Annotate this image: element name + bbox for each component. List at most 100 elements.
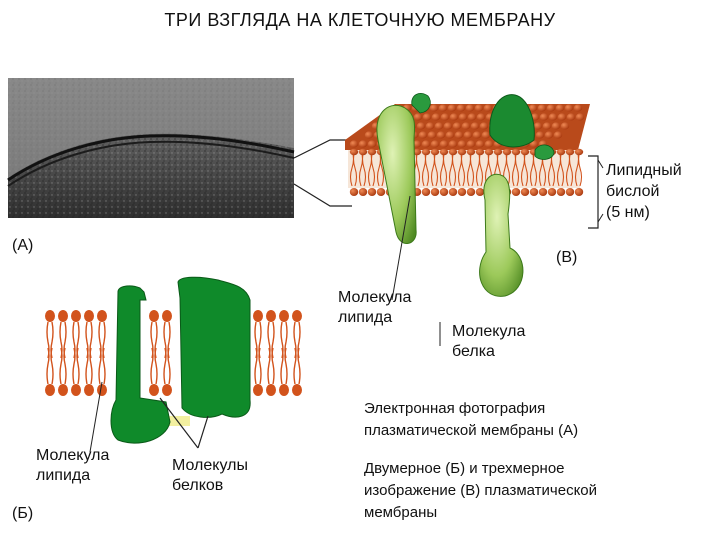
lipid-head xyxy=(565,188,575,196)
lipid-head xyxy=(367,188,377,196)
lipid-head xyxy=(557,113,567,121)
lipid-head xyxy=(431,113,441,121)
lipid-tail xyxy=(284,347,288,385)
lipid-tail xyxy=(514,149,520,187)
lipid-head xyxy=(349,188,359,196)
lipid-tail xyxy=(415,149,421,187)
lipid-head xyxy=(529,188,539,196)
lipid-head xyxy=(349,140,359,148)
lipid-head xyxy=(71,384,81,396)
lipid-head xyxy=(542,122,552,130)
lipid-head xyxy=(466,148,476,156)
lipid-head xyxy=(574,148,584,156)
lipid-tail xyxy=(424,149,430,187)
protein-2d-left xyxy=(110,285,171,444)
lipid-head xyxy=(367,140,377,148)
lipid-tail xyxy=(72,347,76,385)
lipid-head xyxy=(484,140,494,148)
lipid-head xyxy=(511,148,521,156)
lipid-head xyxy=(421,140,431,148)
lipid-head xyxy=(84,310,94,322)
lipid-head xyxy=(528,104,538,112)
lipid-head xyxy=(279,310,289,322)
lipid-head xyxy=(556,148,566,156)
lipid-tail xyxy=(167,347,171,385)
lipid-head xyxy=(418,131,428,139)
protein-3d-small xyxy=(411,93,431,114)
pointer-lipid-v xyxy=(391,195,411,301)
lipid-head xyxy=(466,140,476,148)
lipid-tail xyxy=(63,347,67,385)
lipid-tail xyxy=(89,347,93,385)
lipid-tail xyxy=(150,347,154,385)
lipid-head xyxy=(149,384,159,396)
proteins-label-b: Молекулы белков xyxy=(172,457,248,494)
protein-3d-right xyxy=(479,173,524,297)
lipid-tail xyxy=(523,149,529,187)
lipid-tail xyxy=(46,347,50,385)
lipid-head xyxy=(575,113,585,121)
lipid-head xyxy=(466,188,476,196)
lipid-head xyxy=(548,113,558,121)
lipid-head xyxy=(458,113,468,121)
electron-micrograph xyxy=(7,78,295,218)
lipid-head xyxy=(439,188,449,196)
lipid-head xyxy=(440,113,450,121)
lipid-head xyxy=(535,131,545,139)
lipid-head xyxy=(427,131,437,139)
protein-2d-right xyxy=(177,276,251,418)
lipid-head xyxy=(447,104,457,112)
lipid-head xyxy=(483,104,493,112)
lipid-head xyxy=(481,131,491,139)
lipid-head xyxy=(476,113,486,121)
lipid-head xyxy=(547,188,557,196)
lipid-tail xyxy=(85,347,89,385)
lipid-head xyxy=(430,140,440,148)
protein-3d-top-large xyxy=(489,94,535,148)
lipid-head xyxy=(253,310,263,322)
lipid-head xyxy=(412,148,422,156)
lipid-head xyxy=(162,310,172,322)
lipid-head xyxy=(376,188,386,196)
lipid-head xyxy=(463,131,473,139)
lipid-head xyxy=(162,384,172,396)
lipid-head xyxy=(413,113,423,121)
panel-label-b: (Б) xyxy=(12,505,34,522)
lipid-tail xyxy=(361,149,367,187)
lipid-head xyxy=(465,104,475,112)
lipid-head xyxy=(454,131,464,139)
lipid-tail xyxy=(478,149,484,187)
bilayer-2d xyxy=(45,276,302,444)
lipid-head xyxy=(429,104,439,112)
lipid-head xyxy=(443,122,453,130)
lipid-head xyxy=(45,310,55,322)
lipid-head xyxy=(266,310,276,322)
lipid-head xyxy=(253,384,263,396)
lipid-head xyxy=(538,188,548,196)
lipid-tail xyxy=(98,347,102,385)
lipid-head xyxy=(560,122,570,130)
lipid-tail xyxy=(352,149,358,187)
bilayer-label: Липидный бислой (5 нм) xyxy=(606,162,682,221)
lipid-tail xyxy=(280,347,284,385)
lipid-head xyxy=(425,122,435,130)
lipid-tail xyxy=(297,347,301,385)
lipid-head xyxy=(472,131,482,139)
lipid-head xyxy=(551,122,561,130)
lipid-head xyxy=(520,148,530,156)
lipid-head xyxy=(574,188,584,196)
lipid-head xyxy=(553,131,563,139)
lipid-head xyxy=(565,148,575,156)
lipid-tail xyxy=(460,149,466,187)
lipid-head xyxy=(452,122,462,130)
lipid-head xyxy=(448,140,458,148)
lipid-head xyxy=(279,384,289,396)
lipid-head xyxy=(544,131,554,139)
lipid-tail xyxy=(258,347,262,385)
lipid-head xyxy=(266,384,276,396)
lipid-head xyxy=(461,122,471,130)
lipid-head xyxy=(349,148,359,156)
lipid-head xyxy=(292,310,302,322)
lipid-head xyxy=(566,113,576,121)
